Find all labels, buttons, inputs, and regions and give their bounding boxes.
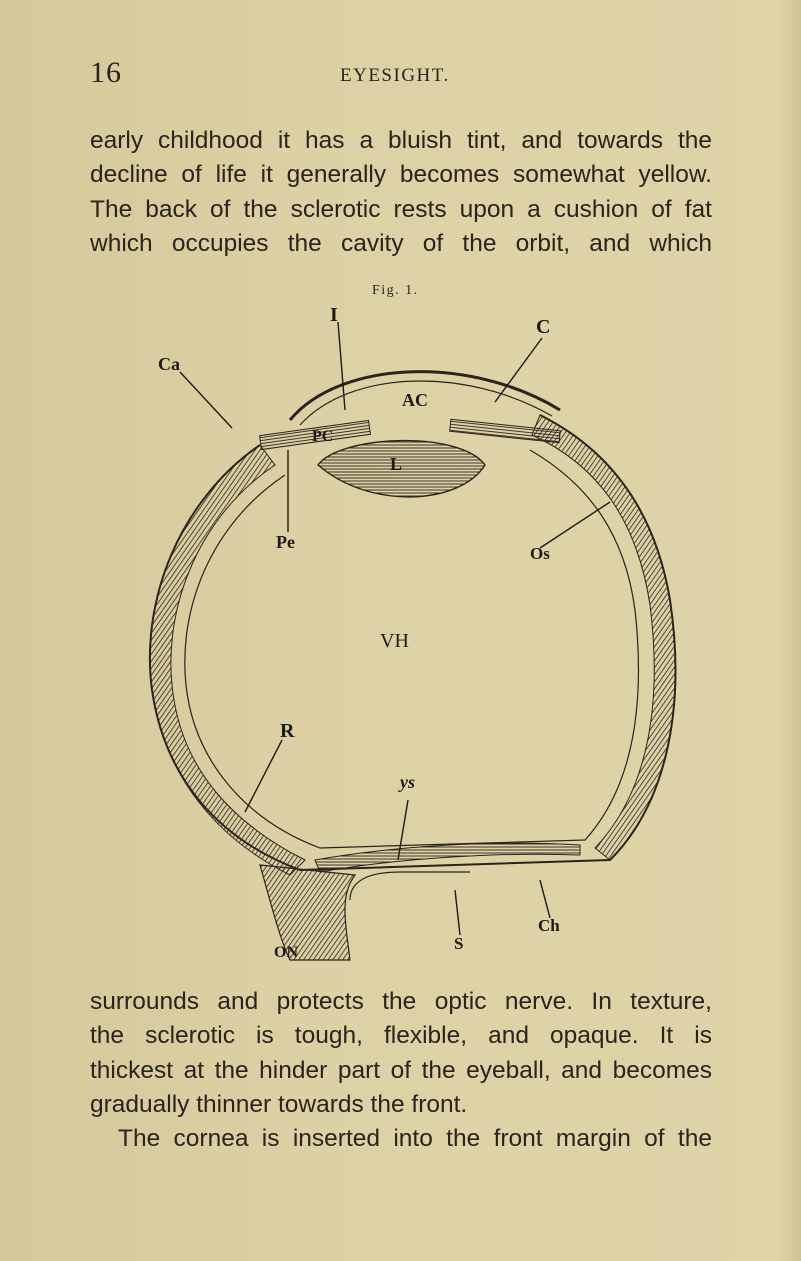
paragraph-bottom: surrounds and protects the optic nerve. … bbox=[90, 985, 712, 1156]
eye-diagram-illustration bbox=[148, 321, 677, 961]
label-C: C bbox=[536, 316, 551, 338]
lens bbox=[317, 439, 486, 498]
cornea bbox=[288, 370, 561, 421]
text-line: The cornea is inserted into the front ma… bbox=[118, 1125, 712, 1153]
sclera-right bbox=[531, 414, 676, 861]
figure-caption: Fig. 1. bbox=[372, 283, 419, 298]
running-head: EYESIGHT. bbox=[340, 65, 450, 86]
page-header: 16 EYESIGHT. bbox=[90, 56, 710, 96]
label-ON: ON bbox=[274, 944, 298, 961]
eye-diagram: I C Ca AC PC L Pe Os VH R ys Ch ON S bbox=[140, 300, 680, 980]
iris-right bbox=[449, 418, 561, 444]
page-number: 16 bbox=[90, 56, 122, 89]
choroid-band bbox=[314, 842, 581, 873]
leader-lines bbox=[179, 321, 611, 936]
text-line: The back of the sclerotic rests upon a c… bbox=[90, 195, 712, 223]
label-VH: VH bbox=[380, 630, 409, 652]
iris-left bbox=[258, 419, 372, 451]
text-line: surrounds and protects the optic nerve. … bbox=[90, 988, 712, 1015]
label-L: L bbox=[390, 454, 403, 474]
page-edge-shadow bbox=[779, 0, 801, 1261]
text-line: thickest at the hinder part of the eyeba… bbox=[90, 1056, 712, 1084]
label-AC: AC bbox=[402, 390, 428, 410]
text-line: gradually thinner towards the front. bbox=[90, 1090, 468, 1118]
label-Os: Os bbox=[530, 544, 550, 563]
text-line: decline of life it generally becomes som… bbox=[90, 161, 712, 189]
paragraph-top: early childhood it has a bluish tint, an… bbox=[90, 124, 712, 261]
text-line: which occupies the cavity of the orbit, … bbox=[90, 229, 712, 257]
label-I: I bbox=[330, 304, 338, 326]
optic-nerve bbox=[259, 864, 357, 961]
label-ys: ys bbox=[400, 772, 415, 792]
sclera-left bbox=[149, 444, 306, 876]
text-line: early childhood it has a bluish tint, an… bbox=[90, 127, 712, 154]
label-Ch: Ch bbox=[538, 916, 560, 935]
label-Pe: Pe bbox=[276, 532, 295, 552]
label-S: S bbox=[454, 934, 464, 953]
label-R: R bbox=[280, 720, 295, 742]
text-line: the sclerotic is tough, flexible, and op… bbox=[90, 1022, 712, 1050]
label-PC: PC bbox=[312, 428, 334, 445]
label-Ca: Ca bbox=[158, 354, 180, 374]
retina-inner bbox=[184, 449, 640, 849]
